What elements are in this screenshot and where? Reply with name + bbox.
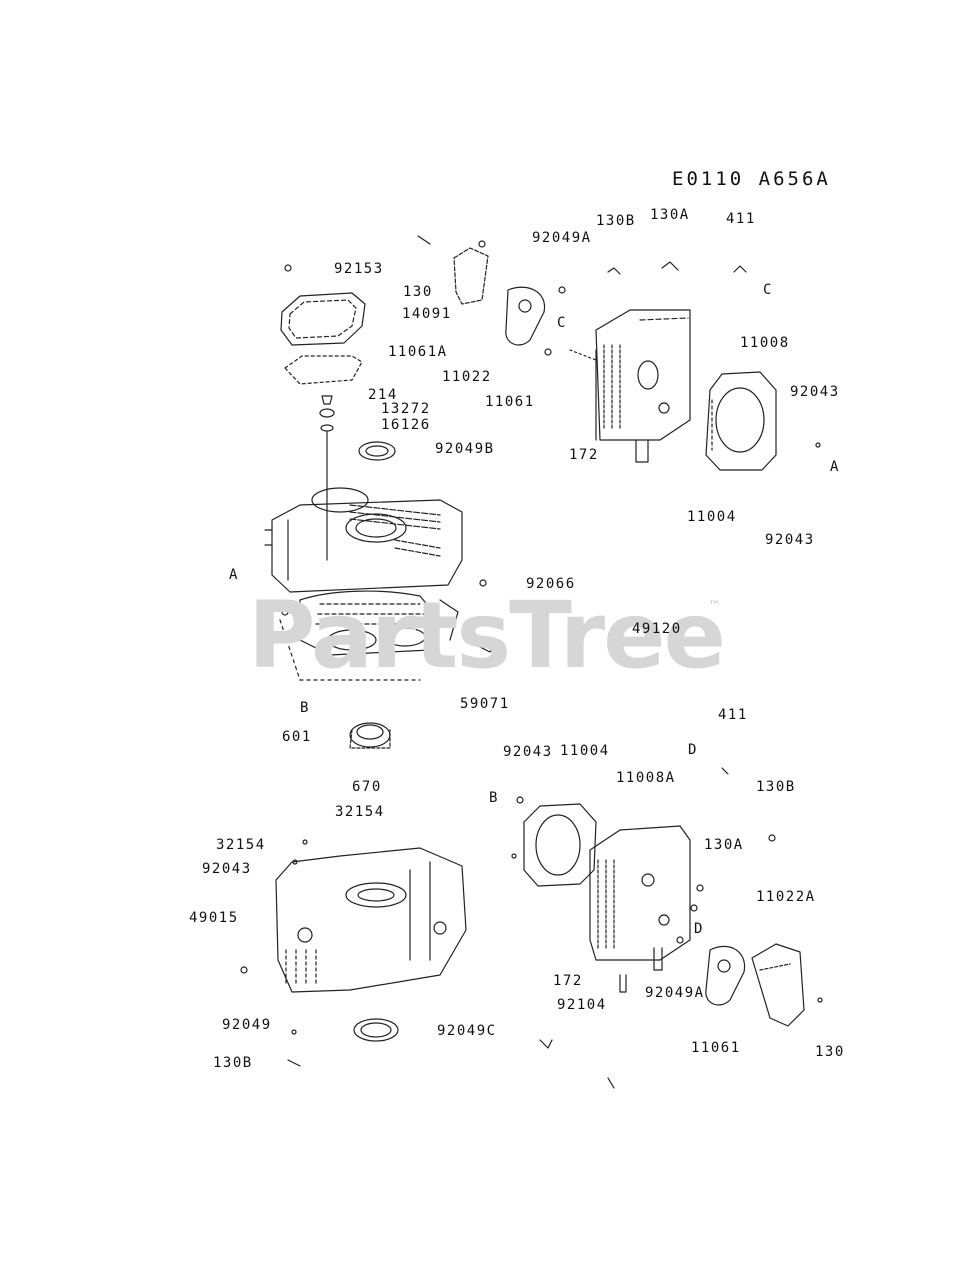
oil-seal-part (287, 1018, 399, 1067)
label-11004-mid: 11004 (560, 743, 610, 759)
cylinder-head-1-part (569, 309, 691, 463)
label-B-upper: B (300, 700, 310, 716)
label-92104: 92104 (557, 997, 607, 1013)
watermark-trademark: ™ (708, 599, 721, 614)
pin-part (469, 579, 495, 653)
label-130B-mid: 130B (756, 779, 796, 795)
label-92049: 92049 (222, 1017, 272, 1033)
label-C-mid: C (557, 315, 567, 331)
label-130A-top: 130A (650, 207, 690, 223)
valve-keepers-1 (544, 261, 821, 448)
label-11061A: 11061A (388, 344, 448, 360)
label-92049B: 92049B (435, 441, 495, 457)
label-130A-mid: 130A (704, 837, 744, 853)
label-130-top: 130 (403, 284, 433, 300)
label-49015: 49015 (189, 910, 239, 926)
label-130B-bottom: 130B (213, 1055, 253, 1071)
breather-parts (319, 395, 396, 561)
label-11008A: 11008A (616, 770, 676, 786)
head-2-gasket-part (511, 796, 597, 887)
valve-rocker-2-part (539, 767, 823, 1089)
label-92049A-top: 92049A (532, 230, 592, 246)
label-D-upper: D (688, 742, 698, 758)
label-670: 670 (352, 779, 382, 795)
rocker-cover-gasket-part (284, 355, 363, 385)
crankcase-lower-part (240, 839, 467, 993)
crankcase-upper-part (264, 487, 463, 681)
label-16126: 16126 (381, 417, 431, 433)
valve-rocker-1-part (417, 235, 546, 346)
label-92153: 92153 (334, 261, 384, 277)
label-130B-top: 130B (596, 213, 636, 229)
label-92043-r1: 92043 (790, 384, 840, 400)
label-A-left: A (229, 567, 239, 583)
label-11004-top: 11004 (687, 509, 737, 525)
label-411-mid: 411 (718, 707, 748, 723)
cylinder-head-2-part (589, 825, 691, 993)
head-1-gasket-part (705, 371, 777, 471)
label-11022: 11022 (442, 369, 492, 385)
label-11022A: 11022A (756, 889, 816, 905)
label-11008: 11008 (740, 335, 790, 351)
label-172-top: 172 (569, 447, 599, 463)
rocker-cover-part (280, 264, 366, 346)
label-11061-bottom: 11061 (691, 1040, 741, 1056)
label-411-top: 411 (726, 211, 756, 227)
label-92043-left: 92043 (202, 861, 252, 877)
label-11061-top: 11061 (485, 394, 535, 410)
label-A-right: A (830, 459, 840, 475)
label-13272: 13272 (381, 401, 431, 417)
label-92066: 92066 (526, 576, 576, 592)
label-130-bottom: 130 (815, 1044, 845, 1060)
label-92049C: 92049C (437, 1023, 497, 1039)
label-C-right: C (763, 282, 773, 298)
label-32154-a: 32154 (335, 804, 385, 820)
label-172-bottom: 172 (553, 973, 583, 989)
label-49120: 49120 (632, 621, 682, 637)
label-92043-mid: 92043 (503, 744, 553, 760)
label-92049A-bottom: 92049A (645, 985, 705, 1001)
oil-pump-part (349, 722, 391, 749)
label-92043-r2: 92043 (765, 532, 815, 548)
label-32154-b: 32154 (216, 837, 266, 853)
label-B-lower: B (489, 790, 499, 806)
label-14091: 14091 (402, 306, 452, 322)
label-214: 214 (368, 387, 398, 403)
watermark-text: PartsTree (248, 582, 726, 689)
label-601: 601 (282, 729, 312, 745)
label-59071: 59071 (460, 696, 510, 712)
diagram-code: E0110 A656A (672, 168, 831, 190)
label-D-lower: D (694, 921, 704, 937)
